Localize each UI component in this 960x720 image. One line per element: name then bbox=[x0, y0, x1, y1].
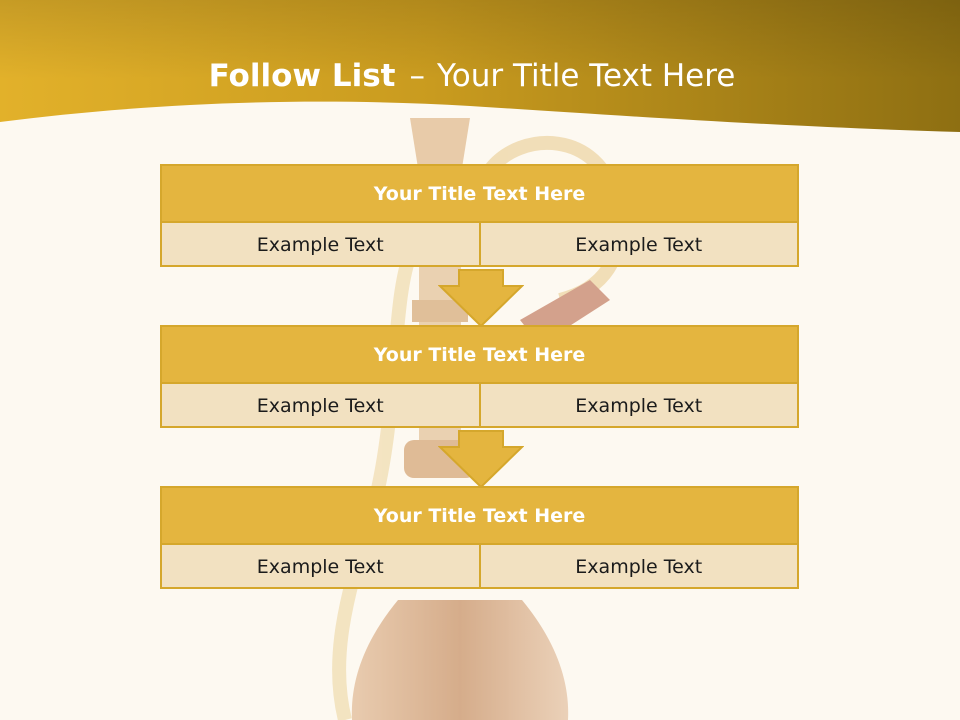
step-3-right-text: Example Text bbox=[478, 545, 798, 589]
step-title-2: Your Title Text Here bbox=[162, 327, 797, 384]
step-box-3: Your Title Text Here Example Text Exampl… bbox=[160, 486, 799, 589]
slide-title-rest: Your Title Text Here bbox=[436, 58, 736, 94]
down-arrow-icon bbox=[438, 269, 524, 328]
step-row-2: Example Text Example Text bbox=[162, 384, 797, 428]
slide-title-separator: – bbox=[409, 58, 425, 94]
step-title-3: Your Title Text Here bbox=[162, 488, 797, 545]
step-2-right-text: Example Text bbox=[478, 384, 798, 428]
down-arrow-icon bbox=[438, 430, 524, 489]
step-box-1: Your Title Text Here Example Text Exampl… bbox=[160, 164, 799, 267]
step-title-1: Your Title Text Here bbox=[162, 166, 797, 223]
step-1-right-text: Example Text bbox=[478, 223, 798, 267]
slide-title: Follow List–Your Title Text Here bbox=[0, 52, 944, 100]
step-1-left-text: Example Text bbox=[256, 234, 384, 256]
step-2-left-text: Example Text bbox=[256, 395, 384, 417]
step-row-1: Example Text Example Text bbox=[162, 223, 797, 267]
step-row-3: Example Text Example Text bbox=[162, 545, 797, 589]
step-box-2: Your Title Text Here Example Text Exampl… bbox=[160, 325, 799, 428]
slide-title-bold: Follow List bbox=[208, 58, 396, 94]
step-3-left-text: Example Text bbox=[256, 556, 384, 578]
